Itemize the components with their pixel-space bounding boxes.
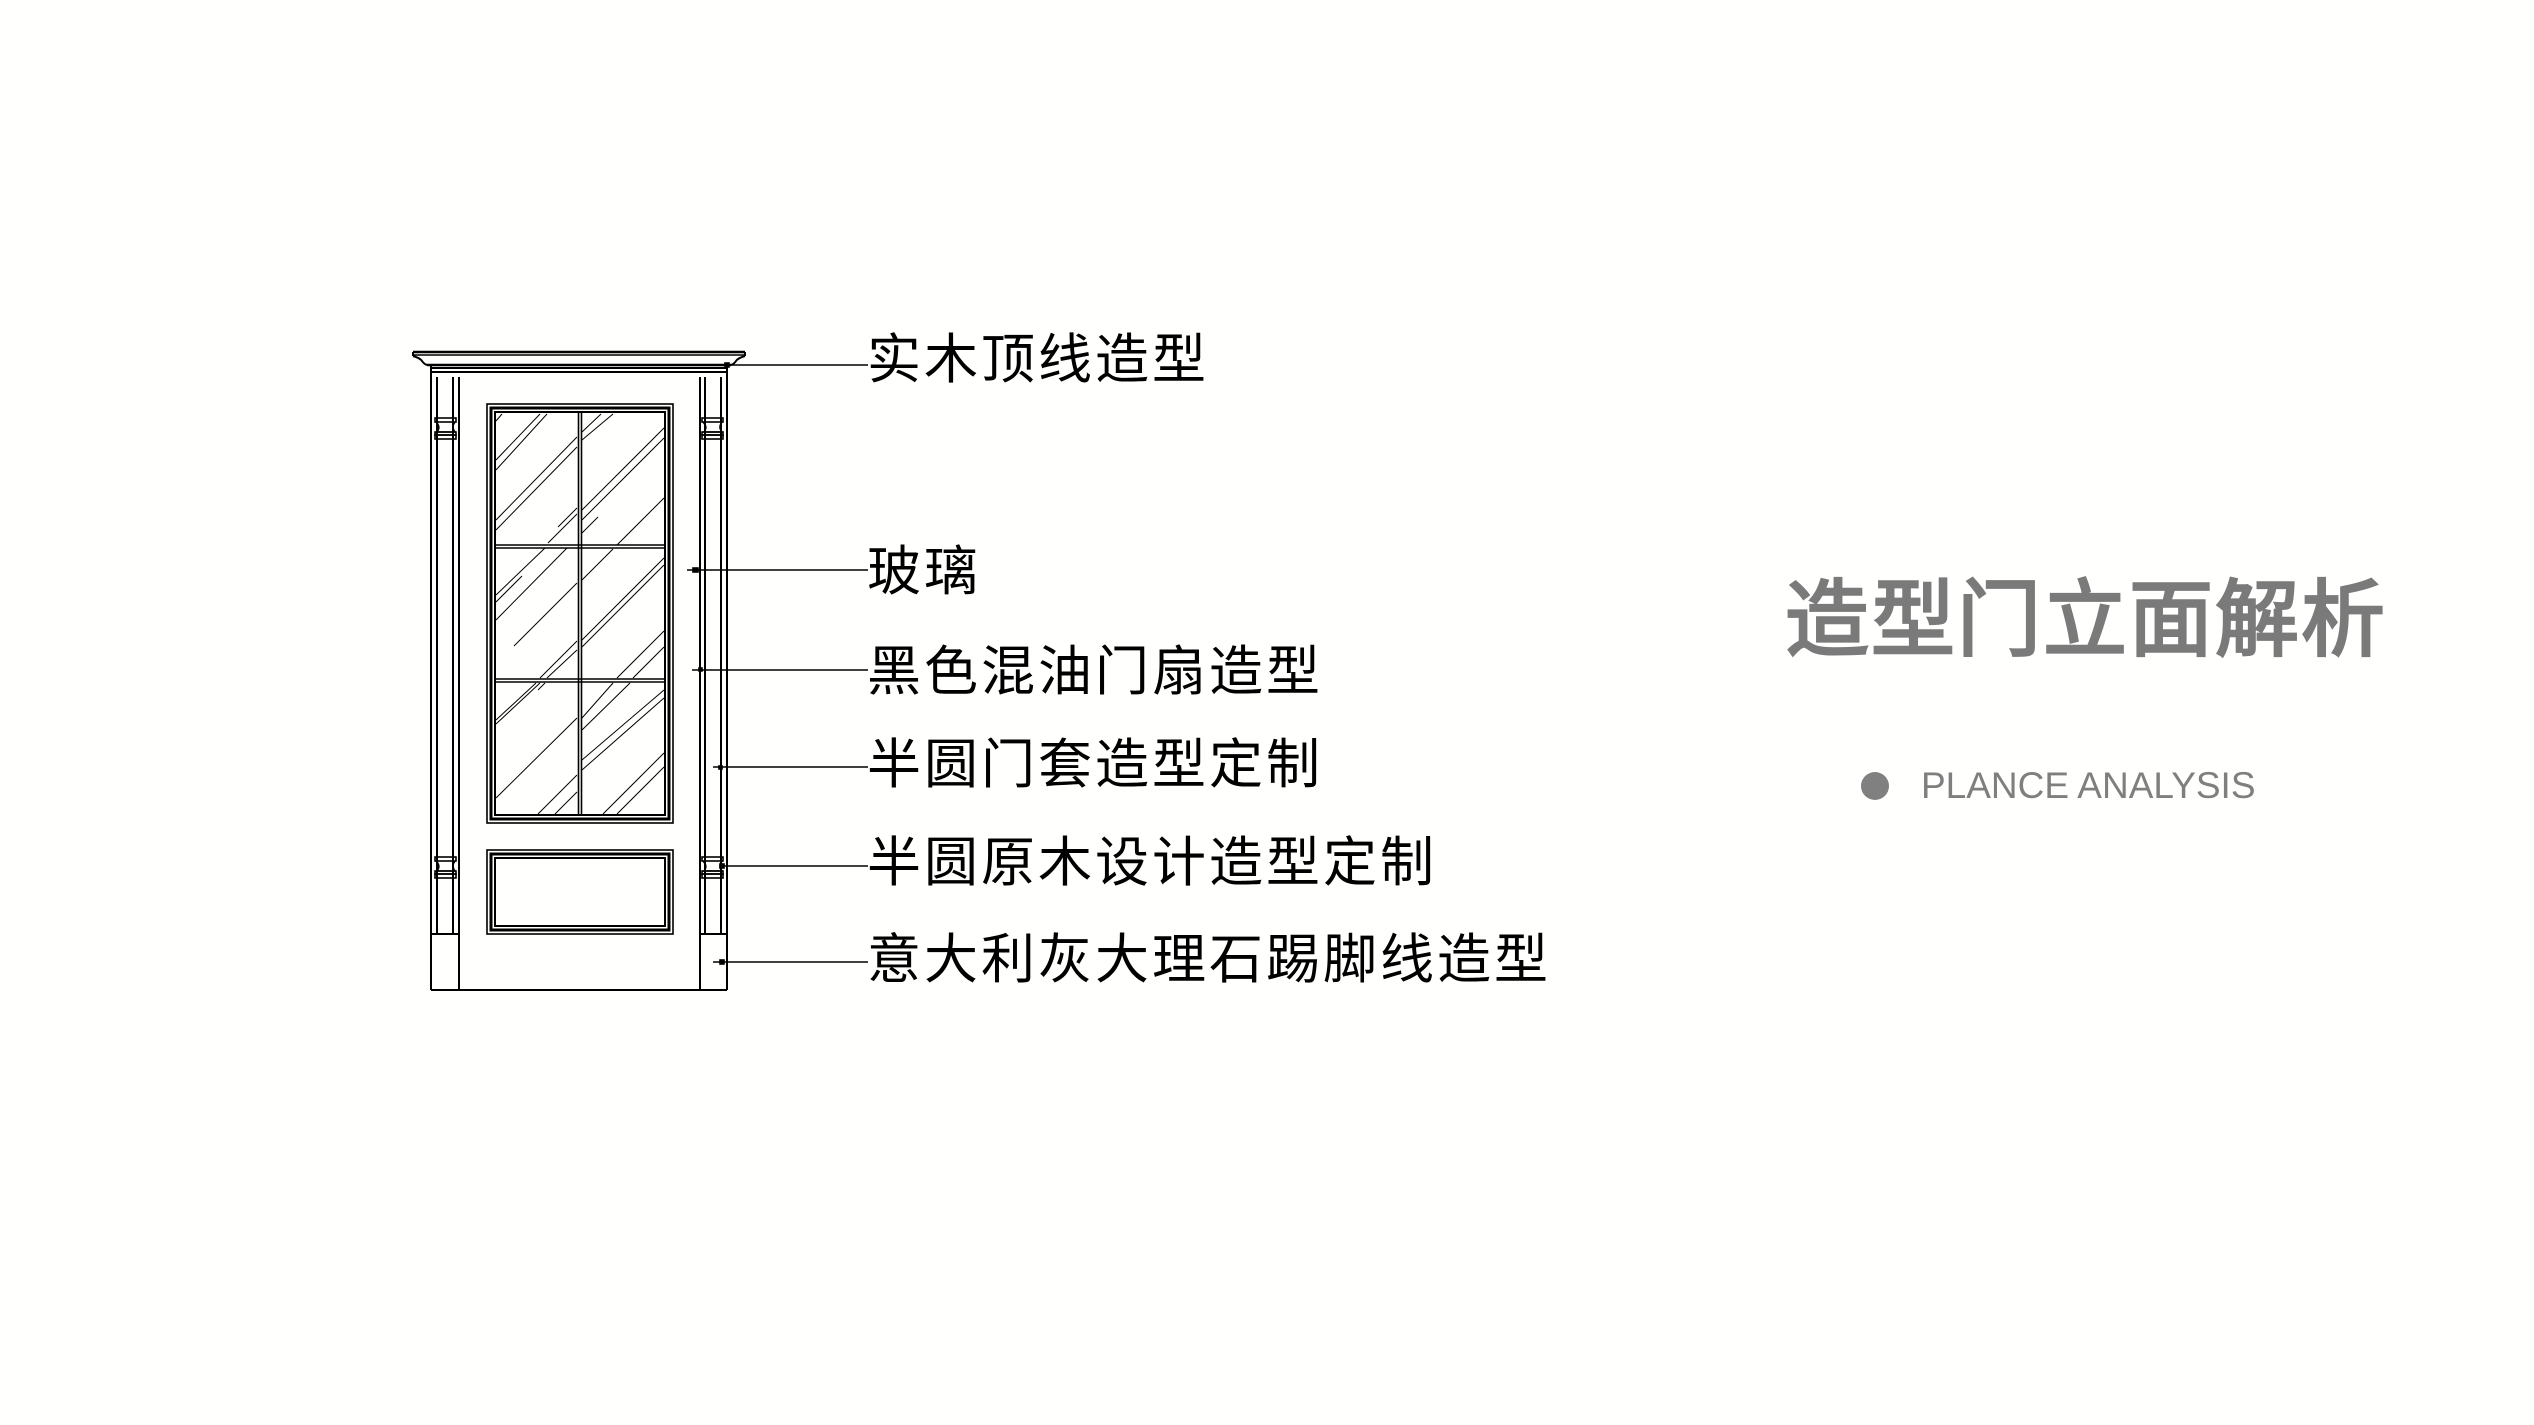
pilaster-capital-lower-left [434,856,457,879]
subtitle-row: PLANCE ANALYSIS [1861,764,2256,808]
subtitle: PLANCE ANALYSIS [1921,765,2256,806]
callout-label-crown: 实木顶线造型 [867,328,1209,391]
glass-panel [486,403,674,824]
leader-glass [687,567,868,573]
leader-casing [713,765,868,770]
lower-raised-panel [486,849,674,935]
pilaster-capital-upper-right [701,417,724,440]
page-title: 造型门立面解析 [1785,571,2388,669]
callout-label-casing: 半圆门套造型定制 [867,733,1323,796]
crown-molding [412,350,746,373]
leader-door-leaf [692,667,868,672]
pilaster-capital-upper-left [434,417,457,440]
leader-skirting [713,959,868,965]
door-casing [430,372,728,991]
callout-leaders [687,362,868,965]
bullet-dot-icon [1861,772,1889,800]
callout-label-door-leaf: 黑色混油门扇造型 [867,640,1323,703]
callout-label-skirting: 意大利灰大理石踢脚线造型 [867,928,1551,991]
callout-label-capital: 半圆原木设计造型定制 [867,831,1437,894]
callout-label-glass: 玻璃 [867,540,981,603]
leader-crown [724,362,868,368]
glass-reflection-hatch [495,413,665,815]
leader-capital [719,863,868,869]
